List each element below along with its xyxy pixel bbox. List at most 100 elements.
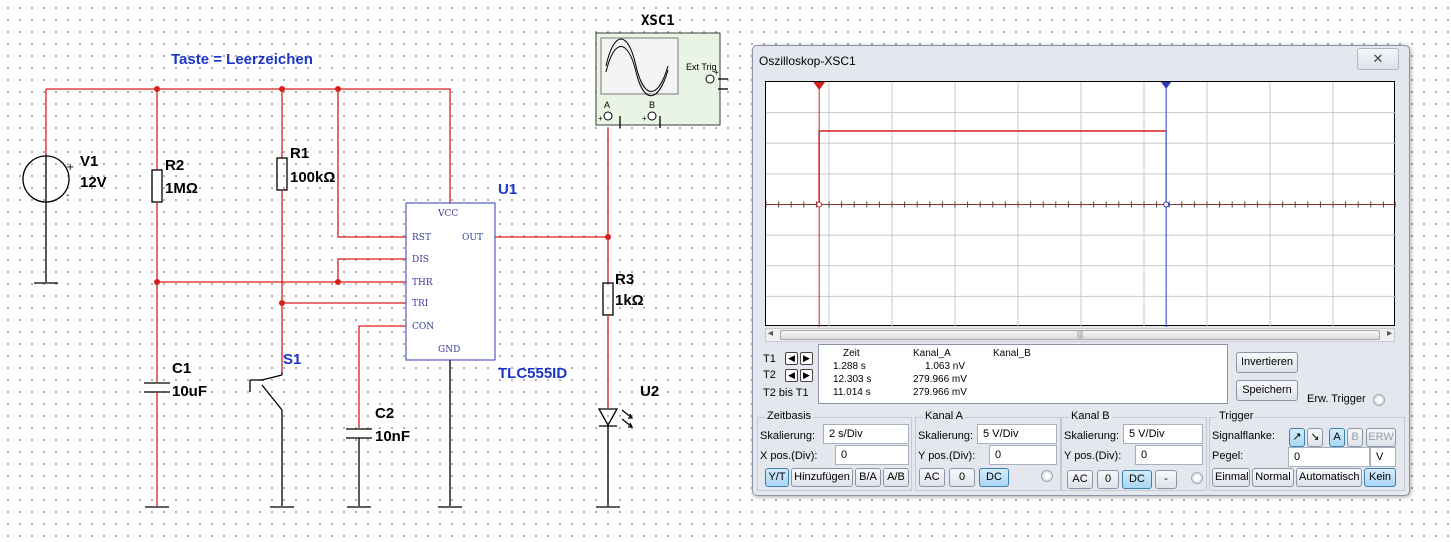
scroll-right-icon[interactable]: ▸ [1386,328,1392,339]
channel-a-zero-button[interactable]: 0 [949,468,975,487]
timebase-xpos-field[interactable]: 0 [835,445,909,465]
channel-a-ypos-field[interactable]: 0 [989,445,1057,465]
channel-a-scale-field[interactable]: 5 V/Div [977,424,1057,444]
mode-add-button[interactable]: Hinzufügen [791,468,853,487]
close-button[interactable]: ✕ [1357,48,1399,70]
r2-name: R2 [165,157,184,174]
t1-left-button[interactable]: ◀ [785,352,798,365]
timebase-xpos-label: X pos.(Div): [760,450,818,462]
switch-s1[interactable] [249,372,283,506]
resistor-r2[interactable] [151,169,163,203]
r2-value: 1MΩ [165,180,198,197]
channel-b-radio[interactable] [1191,472,1203,484]
t1-right-button[interactable]: ▶ [800,352,813,365]
oscilloscope-screen[interactable] [765,81,1397,327]
pin-vcc-label: VCC [437,209,458,219]
horizontal-scrollbar[interactable]: ◂ ||| ▸ [765,328,1395,342]
trigger-source-a-button[interactable]: A [1329,428,1345,447]
channel-a-radio[interactable] [1041,470,1053,482]
arrow-right-icon: ▶ [803,353,810,363]
c2-name: C2 [375,405,394,422]
channel-b-minus-button[interactable]: - [1155,470,1177,489]
channel-b-ac-button[interactable]: AC [1067,470,1093,489]
scrollbar-thumb[interactable]: ||| [780,330,1380,340]
t2-label: T2 [763,369,776,381]
r1-value: 100kΩ [290,169,335,186]
trigger-normal-button[interactable]: Normal [1252,468,1294,487]
cursor-readout-table: Zeit Kanal_A Kanal_B 1.288 s 1.063 nV 12… [818,344,1228,404]
ext-trig-label: Ext Trig [686,62,717,72]
trigger-auto-button[interactable]: Automatisch [1296,468,1362,487]
trigger-source-ext-button[interactable]: ERW [1366,428,1396,447]
trigger-title: Trigger [1217,410,1256,422]
trigger-source-b-button[interactable]: B [1347,428,1363,447]
xsc1-name: XSC1 [641,13,675,29]
channel-b-scale-field[interactable]: 5 V/Div [1123,424,1203,444]
circuit-schematic[interactable]: Taste = Leerzeichen + - V1 12V R2 1MΩ C1… [0,0,750,542]
t2-t1-label: T2 bis T1 [763,387,809,399]
led-u2[interactable] [597,408,634,428]
ext-trigger-label: Erw. Trigger [1307,393,1366,405]
trigger-level-unit: V [1370,447,1396,467]
t1-label: T1 [763,353,776,365]
mode-ab-button[interactable]: A/B [883,468,909,487]
invert-button[interactable]: Invertieren [1236,352,1298,373]
channel-a-trace [818,130,1167,205]
xsc-plus-b: + [642,114,647,123]
arrow-right-icon: ▶ [803,370,810,380]
ic-u1-body[interactable] [405,202,496,361]
pin-gnd-label: GND [438,345,460,355]
wire-con [358,325,406,428]
channel-b-group [1061,417,1207,491]
channel-b-ypos-label: Y pos.(Div): [1064,450,1122,462]
scroll-left-icon[interactable]: ◂ [768,328,774,339]
xsc-channel-b-label: B [649,100,655,110]
resistor-r3[interactable] [602,282,614,316]
ext-trigger-radio[interactable] [1373,394,1385,406]
channel-a-dc-button[interactable]: DC [979,468,1009,487]
pin-out-label: OUT [462,233,483,243]
oscilloscope-window[interactable]: Oszilloskop-XSC1 ✕ ◂ ||| ▸ T1 ◀ ▶ T2 ◀ ▶… [752,45,1410,496]
pin-thr-label: THR [412,278,433,288]
readout-header-kanal-a: Kanal_A [913,348,951,359]
channel-b-ypos-field[interactable]: 0 [1135,445,1203,465]
rising-edge-icon: ↗ [1292,431,1302,443]
window-title: Oszilloskop-XSC1 [759,54,856,68]
timebase-group [757,417,912,491]
r1-name: R1 [290,145,309,162]
t2-left-button[interactable]: ◀ [785,369,798,382]
channel-b-scale-label: Skalierung: [1064,430,1120,442]
oscilloscope-xsc1-symbol[interactable] [595,32,728,128]
mode-ba-button[interactable]: B/A [855,468,881,487]
timebase-scale-label: Skalierung: [760,430,816,442]
v1-value: 12V [80,174,107,191]
readout-t2-kanal-a: 279.966 mV [913,374,967,385]
u2-name: U2 [640,383,659,400]
trigger-group [1209,417,1405,491]
save-button[interactable]: Speichern [1236,380,1298,401]
arrow-left-icon: ◀ [788,353,795,363]
arrow-left-icon: ◀ [788,370,795,380]
resistor-r1[interactable] [276,157,288,191]
channel-b-dc-button[interactable]: DC [1122,470,1152,489]
trigger-level-field[interactable]: 0 [1288,447,1370,467]
cursor-t1-marker [816,201,823,208]
u1-name: U1 [498,181,517,198]
t2-right-button[interactable]: ▶ [800,369,813,382]
pin-tri-label: TRI [412,299,429,309]
channel-a-ac-button[interactable]: AC [919,468,945,487]
channel-b-zero-button[interactable]: 0 [1097,470,1119,489]
trigger-none-button[interactable]: Kein [1364,468,1396,487]
mode-yt-button[interactable]: Y/T [765,468,789,487]
channel-a-group [915,417,1061,491]
trigger-single-button[interactable]: Einmal [1212,468,1250,487]
channel-a-scale-label: Skalierung: [918,430,974,442]
pin-dis-label: DIS [412,255,429,265]
rising-edge-button[interactable]: ↗ [1289,428,1305,447]
voltage-source-v1[interactable]: + - [22,155,74,203]
readout-header-kanal-b: Kanal_B [993,348,1031,359]
falling-edge-button[interactable]: ↘ [1307,428,1323,447]
timebase-scale-field[interactable]: 2 s/Div [823,424,909,444]
xsc-plus-a: + [598,114,603,123]
channel-a-title: Kanal A [923,410,965,422]
